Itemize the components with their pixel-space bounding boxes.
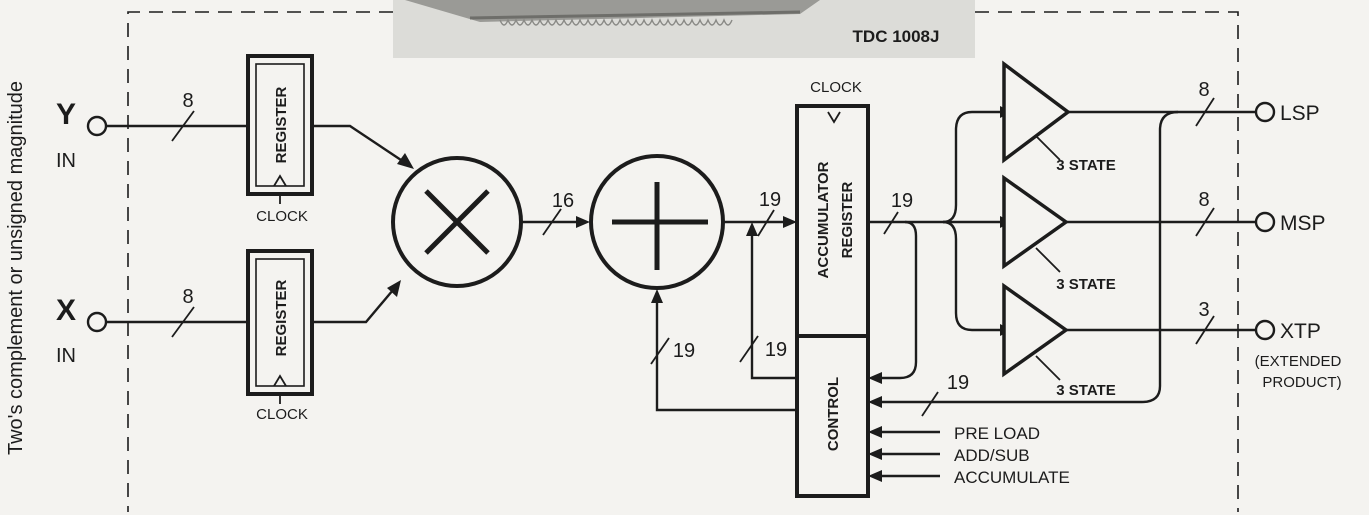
accumulator-register: ACCUMULATOR REGISTER CLOCK <box>797 79 868 336</box>
y-input-sub: IN <box>56 150 76 172</box>
x-input-width: 8 <box>182 286 193 308</box>
lsp-label: LSP <box>1280 102 1320 125</box>
x-input-port <box>88 313 106 331</box>
accumulator-clock: CLOCK <box>810 79 862 96</box>
feedback-acc-width: 19 <box>765 339 787 361</box>
chip-label: TDC 1008J <box>853 27 940 46</box>
y-register: REGISTER CLOCK <box>248 56 312 225</box>
y-input-width: 8 <box>182 90 193 112</box>
control-input-addsub: ADD/SUB <box>954 446 1030 465</box>
multiplier <box>393 158 521 286</box>
buffer-lsp: 3 STATE <box>1004 64 1116 174</box>
mult-out-width: 16 <box>552 190 574 212</box>
xtp-width: 3 <box>1198 299 1209 321</box>
buffer-lsp-label: 3 STATE <box>1056 157 1115 174</box>
msp-label: MSP <box>1280 212 1326 235</box>
xtp-label: XTP <box>1280 320 1321 343</box>
xtp-port <box>1256 321 1274 339</box>
control-label: CONTROL <box>825 377 842 451</box>
accumulator-label-line1: ACCUMULATOR <box>815 161 832 278</box>
x-input-sub: IN <box>56 345 76 367</box>
y-register-clock: CLOCK <box>256 208 308 225</box>
control-block: CONTROL <box>797 336 868 496</box>
lsp-width: 8 <box>1198 79 1209 101</box>
acc-out-width: 19 <box>891 190 913 212</box>
x-input-letter: X <box>56 294 76 327</box>
buffer-msp-label: 3 STATE <box>1056 276 1115 293</box>
y-input-port <box>88 117 106 135</box>
buffer-xtp: 3 STATE <box>1004 286 1116 399</box>
x-register-label: REGISTER <box>273 279 290 356</box>
lsp-port <box>1256 103 1274 121</box>
x-register: REGISTER CLOCK <box>248 251 312 423</box>
feedback-adder-width: 19 <box>673 340 695 362</box>
buffer-msp: 3 STATE <box>1004 178 1116 293</box>
control-input-preload: PRE LOAD <box>954 424 1040 443</box>
side-caption: Two's complement or unsigned magnitude <box>5 81 27 455</box>
y-register-label: REGISTER <box>273 86 290 163</box>
buffer-xtp-label: 3 STATE <box>1056 382 1115 399</box>
control-input-accumulate: ACCUMULATE <box>954 468 1070 487</box>
chip-photo: TDC 1008J <box>393 0 975 58</box>
adder <box>591 156 723 288</box>
y-input-letter: Y <box>56 98 76 131</box>
xtp-note-2: PRODUCT) <box>1262 374 1341 391</box>
msp-width: 8 <box>1198 189 1209 211</box>
msp-port <box>1256 213 1274 231</box>
accumulator-label-line2: REGISTER <box>839 181 856 258</box>
adder-out-width: 19 <box>759 189 781 211</box>
xtp-note-1: (EXTENDED <box>1255 353 1342 370</box>
x-register-clock: CLOCK <box>256 406 308 423</box>
control-in-width: 19 <box>947 372 969 394</box>
